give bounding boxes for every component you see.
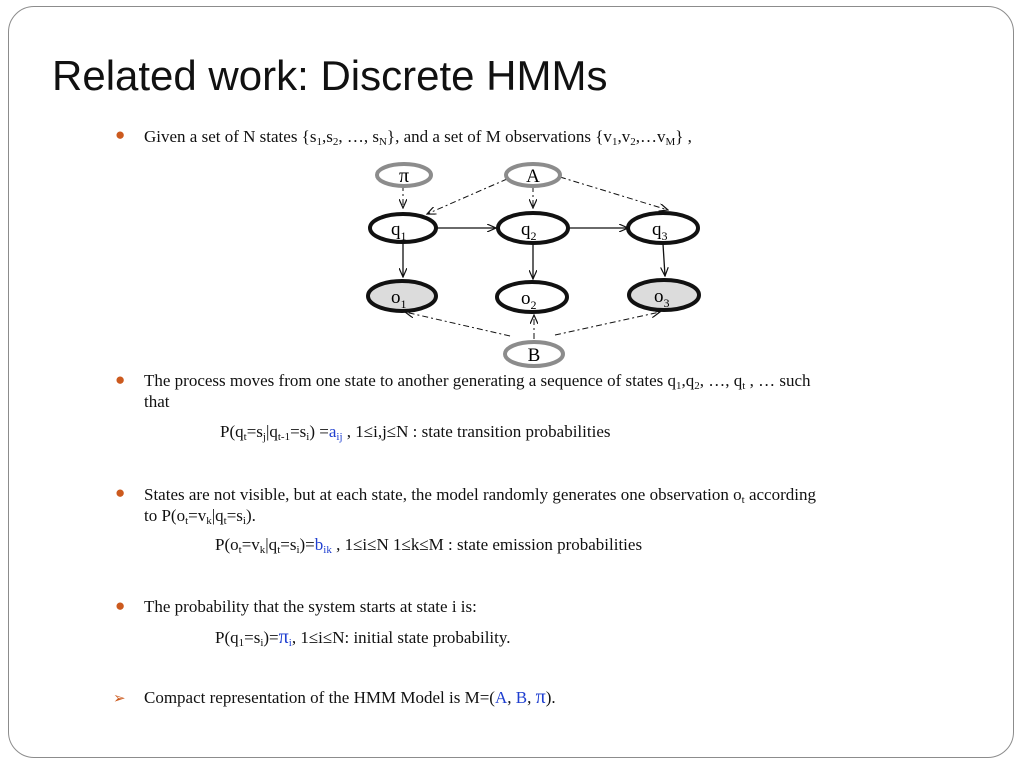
observation-node-o3-label: o3: [654, 286, 670, 310]
edge-B-o3: [554, 312, 660, 336]
bullet-dot: ●: [115, 125, 126, 144]
node-B-label: B: [528, 345, 541, 366]
bullet-dot: ●: [115, 596, 126, 615]
solid-edges: [403, 228, 665, 279]
hmm-diagram: π A B q1 q2 q3 o1 o2 o3: [366, 162, 701, 368]
observation-node-o2-label: o2: [521, 288, 537, 312]
observation-node-o1: [366, 279, 438, 313]
bullet-emission-description: States are not visible, but at each stat…: [144, 485, 816, 527]
observation-node-o1-label: o1: [391, 287, 407, 311]
observation-node-o3: [627, 278, 701, 312]
slide-frame: [8, 6, 1014, 758]
bullet-dot: ●: [115, 483, 126, 502]
node-A-label: A: [526, 166, 540, 187]
parameter-edges: [403, 176, 668, 339]
node-B: [503, 340, 565, 368]
observation-node-o2: [495, 280, 569, 314]
edge-A-q1-transition: [427, 178, 508, 214]
initial-probability-formula: P(q1=si)=πi, 1≤i≤N: initial state probab…: [215, 626, 511, 649]
state-node-q1-label: q1: [391, 219, 407, 243]
state-node-q1: [368, 212, 438, 244]
node-pi-label: π: [399, 165, 409, 187]
edge-B-o1: [405, 312, 511, 337]
state-node-q2-label: q2: [521, 219, 537, 243]
bullet-dot: ●: [115, 370, 126, 389]
arrow-bullet-icon: ➢: [113, 691, 126, 707]
bullet-initial-state: The probability that the system starts a…: [144, 597, 477, 616]
node-A: [504, 162, 562, 188]
slide-title: Related work: Discrete HMMs: [52, 52, 608, 99]
edge-A-q3-transition: [559, 176, 668, 210]
state-node-q3-label: q3: [652, 219, 668, 243]
bullet-process-description: The process moves from one state to anot…: [144, 371, 811, 411]
node-pi: [375, 162, 433, 188]
bullet-states-observations: Given a set of N states {s1,s2, …, sN}, …: [144, 127, 692, 148]
state-node-q2: [496, 211, 570, 245]
bullet-compact-representation: Compact representation of the HMM Model …: [144, 686, 556, 708]
emission-probability-formula: P(ot=vk|qt=si)=bik , 1≤i≤N 1≤k≤M : state…: [215, 535, 643, 556]
transition-probability-formula: P(qt=sj|qt-1=si) =aij , 1≤i,j≤N : state …: [220, 422, 611, 443]
state-node-q3: [626, 211, 700, 245]
edge-q3-o3: [663, 243, 665, 276]
